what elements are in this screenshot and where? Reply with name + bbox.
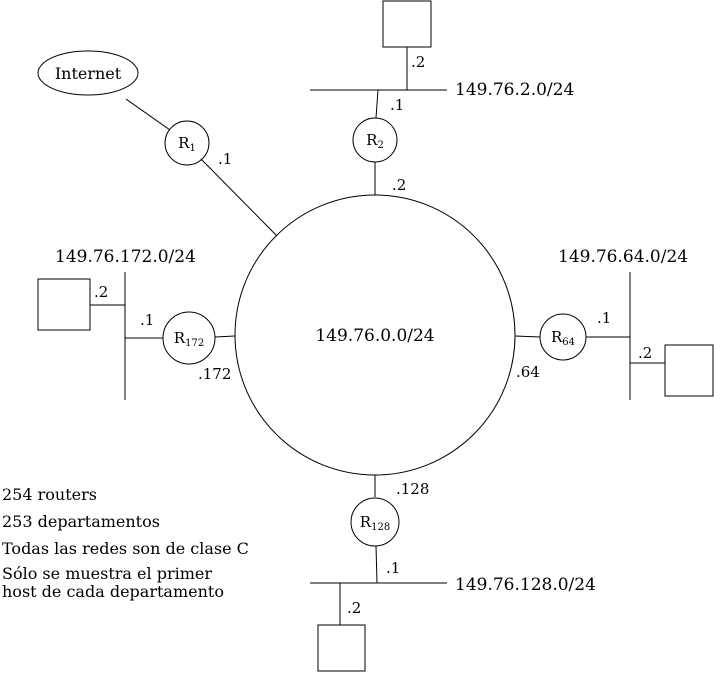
router-r128 (350, 497, 400, 547)
host-bottom-square (317, 624, 366, 672)
router-r2-sub: 2 (377, 140, 383, 151)
note-line-3: Todas las redes son de clase C (2, 539, 249, 558)
link-bus-r2 (375, 89, 379, 119)
internet-cloud (37, 50, 139, 96)
router-r172 (162, 311, 216, 365)
port-bottom-host: .2 (347, 599, 361, 617)
port-r2-subnet: .1 (390, 96, 404, 114)
router-r1-label: R1 (178, 134, 196, 154)
router-r128-label: R128 (360, 513, 390, 533)
port-left-host: .2 (94, 283, 108, 301)
note-line-2: 253 departamentos (2, 512, 160, 531)
subnet-top-label: 149.76.2.0/24 (455, 80, 574, 100)
port-right-host: .2 (638, 344, 652, 362)
port-top-host: .2 (411, 53, 425, 71)
subnet-left-label: 149.76.172.0/24 (55, 247, 196, 267)
port-r64-subnet: .1 (597, 309, 611, 327)
link-r172-backbone (214, 335, 236, 338)
port-r128-subnet: .1 (386, 559, 400, 577)
port-r128-backbone: .128 (396, 480, 429, 498)
router-r128-base: R (360, 513, 372, 531)
router-r172-label: R172 (174, 329, 204, 349)
router-r64-sub: 64 (562, 337, 575, 348)
port-r1-backbone: .1 (218, 150, 232, 168)
subnet-right-label: 149.76.64.0/24 (558, 247, 688, 267)
port-r2-backbone: .2 (392, 176, 406, 194)
link-r128-bus (375, 545, 378, 584)
router-r1-sub: 1 (189, 143, 195, 154)
internet-label: Internet (55, 64, 122, 83)
port-r172-backbone: .172 (198, 365, 231, 383)
link-internet-r1 (125, 98, 171, 131)
link-backbone-r64 (514, 335, 541, 338)
note-line-1: 254 routers (2, 485, 97, 504)
router-r64-label: R64 (551, 328, 575, 348)
host-top-square (382, 0, 432, 48)
note-line-5: host de cada departamento (2, 582, 224, 601)
router-r172-sub: 172 (185, 338, 204, 349)
router-r2-base: R (366, 131, 378, 149)
backbone-label: 149.76.0.0/24 (315, 326, 434, 346)
router-r128-sub: 128 (371, 522, 390, 533)
link-r1-backbone (200, 158, 278, 237)
router-r64-base: R (551, 328, 563, 346)
router-r172-base: R (174, 329, 186, 347)
router-r2-label: R2 (366, 131, 384, 151)
router-r1-base: R (178, 134, 190, 152)
note-line-4: Sólo se muestra el primer (2, 564, 212, 583)
host-left-square (37, 278, 91, 331)
port-r172-subnet: .1 (140, 311, 154, 329)
port-r64-backbone: .64 (516, 363, 540, 381)
host-right-square (664, 344, 714, 397)
subnet-bottom-label: 149.76.128.0/24 (455, 575, 596, 595)
router-r1 (164, 120, 210, 166)
